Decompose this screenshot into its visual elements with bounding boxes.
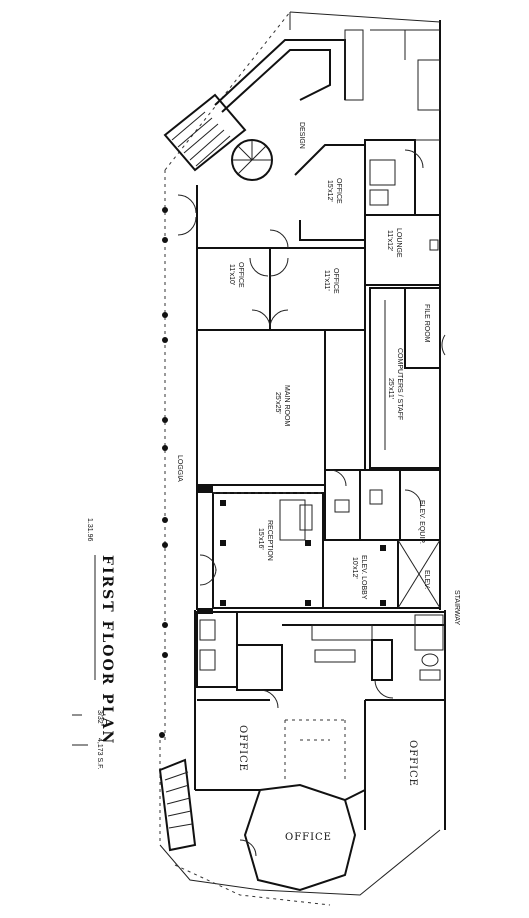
room-dim-reception: 15'x16' bbox=[257, 528, 264, 550]
room-label-office-left: OFFICE bbox=[237, 725, 248, 772]
main-room-walls bbox=[196, 330, 441, 541]
room-dim-lounge: 11'x12' bbox=[386, 230, 393, 251]
room-label-lounge: LOUNGE bbox=[395, 228, 402, 258]
plan-date: 1.31.96 bbox=[86, 518, 93, 541]
room-dim-elev-lobby: 10'x12' bbox=[351, 557, 358, 579]
room-dim-main-room: 25'x25' bbox=[274, 392, 281, 414]
room-label-computer: COMPUTERS / STAFF bbox=[396, 348, 403, 420]
room-dim-computer: 25'x11' bbox=[387, 378, 394, 399]
room-label-office-a: OFFICE bbox=[237, 262, 244, 288]
title-block: FIRST FLOOR PLAN 3/32" 4,173 S.F. 1.31.9… bbox=[72, 518, 115, 770]
room-label-elev-lobby: ELEV. LOBBY bbox=[360, 555, 367, 600]
reception-area bbox=[197, 485, 441, 614]
room-label-reception: RECEPTION bbox=[266, 520, 273, 561]
room-label-office-right: OFFICE bbox=[407, 740, 418, 787]
room-label-design: DESIGN bbox=[298, 122, 305, 149]
room-label-office-b: OFFICE bbox=[332, 268, 339, 294]
room-dim-office-top: 15'x12' bbox=[326, 180, 333, 202]
upper-wing bbox=[163, 29, 441, 470]
plan-title: FIRST FLOOR PLAN bbox=[99, 555, 115, 745]
room-label-office-top: OFFICE bbox=[335, 178, 342, 204]
room-label-stairway: STAIRWAY bbox=[453, 590, 460, 625]
room-label-main-room: MAIN ROOM bbox=[283, 385, 290, 426]
plan-scale: 3/32" bbox=[96, 710, 103, 727]
room-dim-office-b: 11'x11' bbox=[323, 270, 330, 291]
room-label-office-bottom: OFFICE bbox=[285, 832, 332, 843]
room-dim-office-a: 11'x10' bbox=[228, 264, 235, 285]
doors bbox=[177, 149, 446, 857]
room-label-elev-equip: ELEV. EQUIP. bbox=[418, 500, 425, 544]
room-label-elev: ELEV. bbox=[423, 570, 430, 589]
room-label-loggia: LOGGIA bbox=[176, 455, 183, 482]
exterior-columns bbox=[159, 207, 168, 738]
plan-area: 4,173 S.F. bbox=[96, 738, 103, 770]
lower-wing bbox=[158, 611, 445, 892]
room-label-file-room: FILE ROOM bbox=[423, 304, 430, 343]
room-labels: DESIGN OFFICE 15'x12' LOUNGE 11'x12' OFF… bbox=[176, 122, 460, 843]
